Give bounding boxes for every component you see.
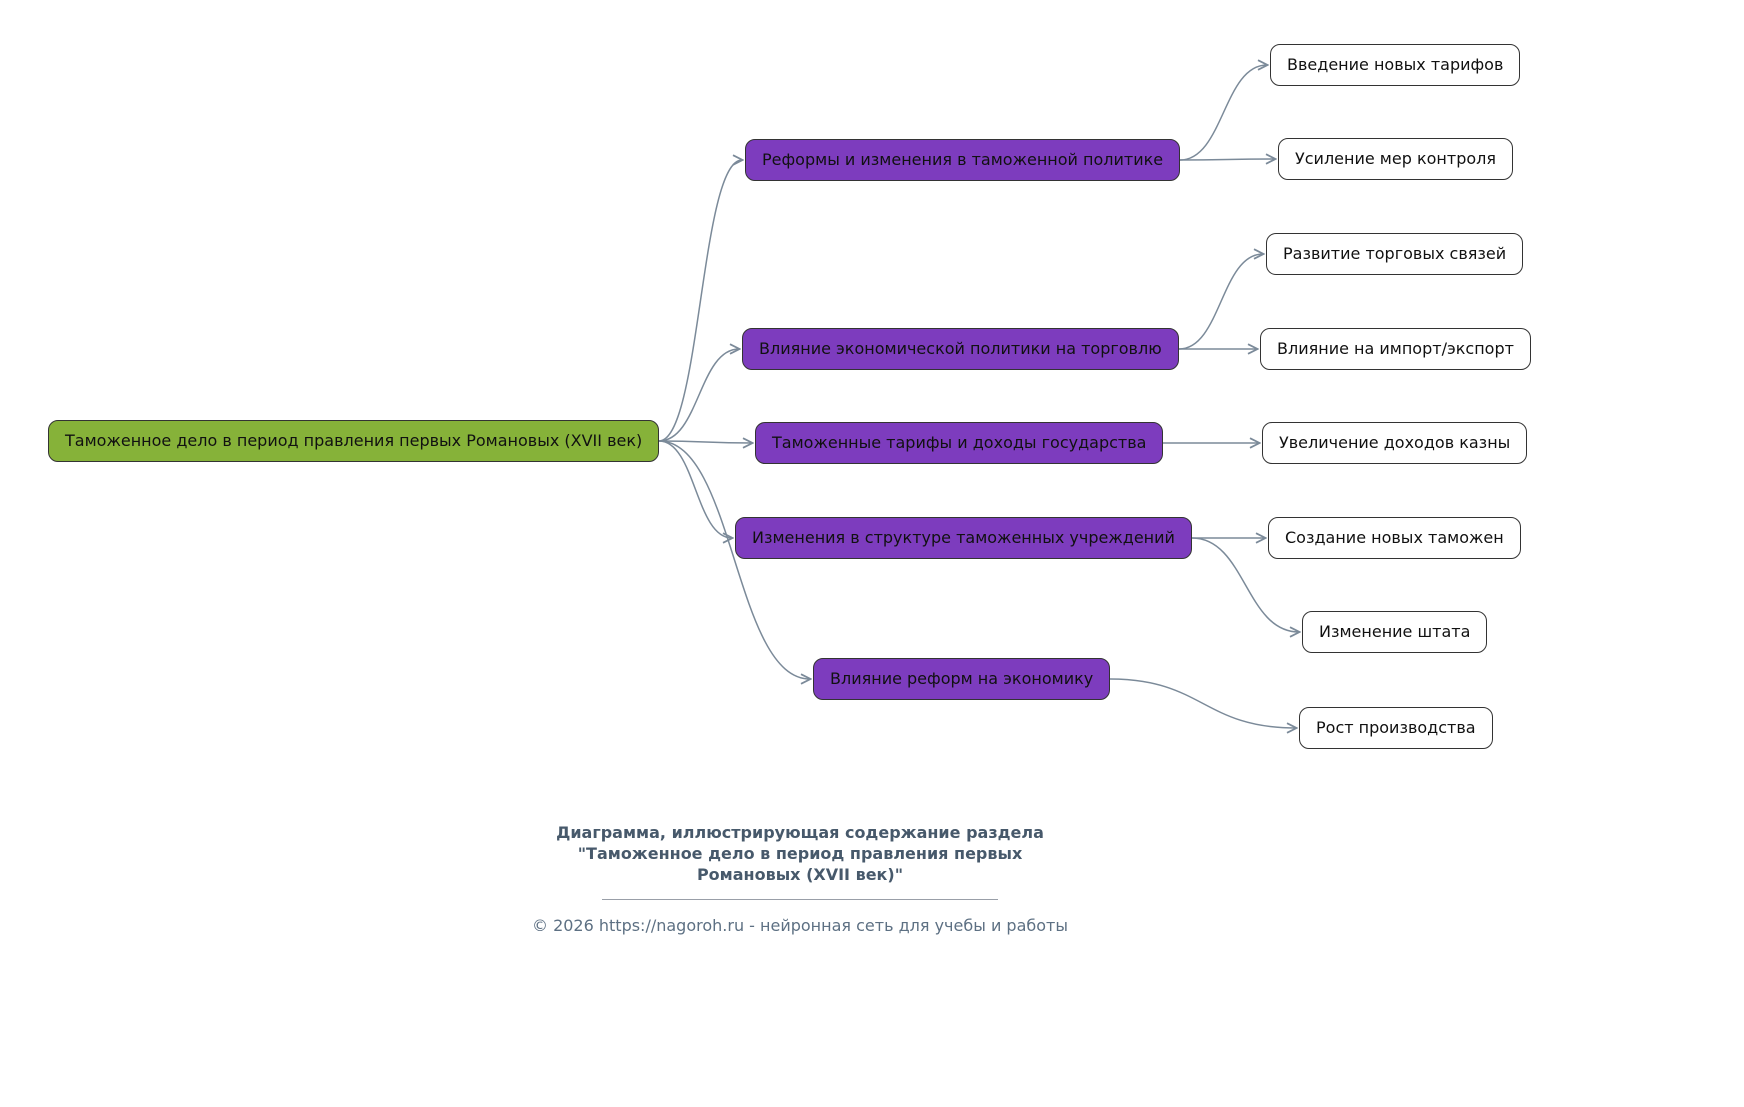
edge-connector	[1179, 65, 1267, 161]
diagram-caption-line-3: Романовых (XVII век)"	[696, 865, 904, 884]
node-branch-reforms-policy: Реформы и изменения в таможенной политик…	[745, 139, 1181, 181]
node-branch-tariffs-revenue: Таможенные тарифы и доходы государства	[755, 422, 1164, 464]
node-leaf-staff-changes: Изменение штата	[1302, 611, 1488, 653]
diagram-footer: Диаграмма, иллюстрирующая содержание раз…	[400, 822, 1200, 935]
node-leaf-new-customs: Создание новых таможен	[1268, 517, 1521, 559]
edge-connector	[658, 440, 732, 538]
diagram-caption-line-2: "Таможенное дело в период правления перв…	[577, 844, 1023, 863]
node-leaf-import-export: Влияние на импорт/экспорт	[1260, 328, 1531, 370]
edge-connector	[1191, 537, 1299, 632]
diagram-caption-line-1: Диаграмма, иллюстрирующая содержание раз…	[556, 823, 1044, 842]
node-root: Таможенное дело в период правления первы…	[48, 420, 660, 462]
node-leaf-trade-links: Развитие торговых связей	[1266, 233, 1524, 275]
edge-connector	[658, 440, 810, 679]
node-branch-economic-policy-trade: Влияние экономической политики на торгов…	[742, 328, 1179, 370]
node-leaf-treasury-income: Увеличение доходов казны	[1262, 422, 1528, 464]
node-leaf-new-tariffs: Введение новых тарифов	[1270, 44, 1521, 86]
edge-connector	[1178, 254, 1263, 350]
node-branch-structure-changes: Изменения в структуре таможенных учрежде…	[735, 517, 1192, 559]
footer-divider	[602, 899, 998, 900]
edge-connector	[658, 349, 739, 442]
copyright-text: © 2026 https://nagoroh.ru - нейронная се…	[531, 916, 1068, 935]
node-leaf-production-growth: Рост производства	[1299, 707, 1493, 749]
edge-connector	[658, 160, 742, 442]
node-branch-reforms-economy: Влияние реформ на экономику	[813, 658, 1111, 700]
edge-connector	[1179, 159, 1275, 160]
edge-connector	[1109, 678, 1296, 728]
edge-connector	[658, 441, 752, 443]
node-leaf-control-measures: Усиление мер контроля	[1278, 138, 1513, 180]
